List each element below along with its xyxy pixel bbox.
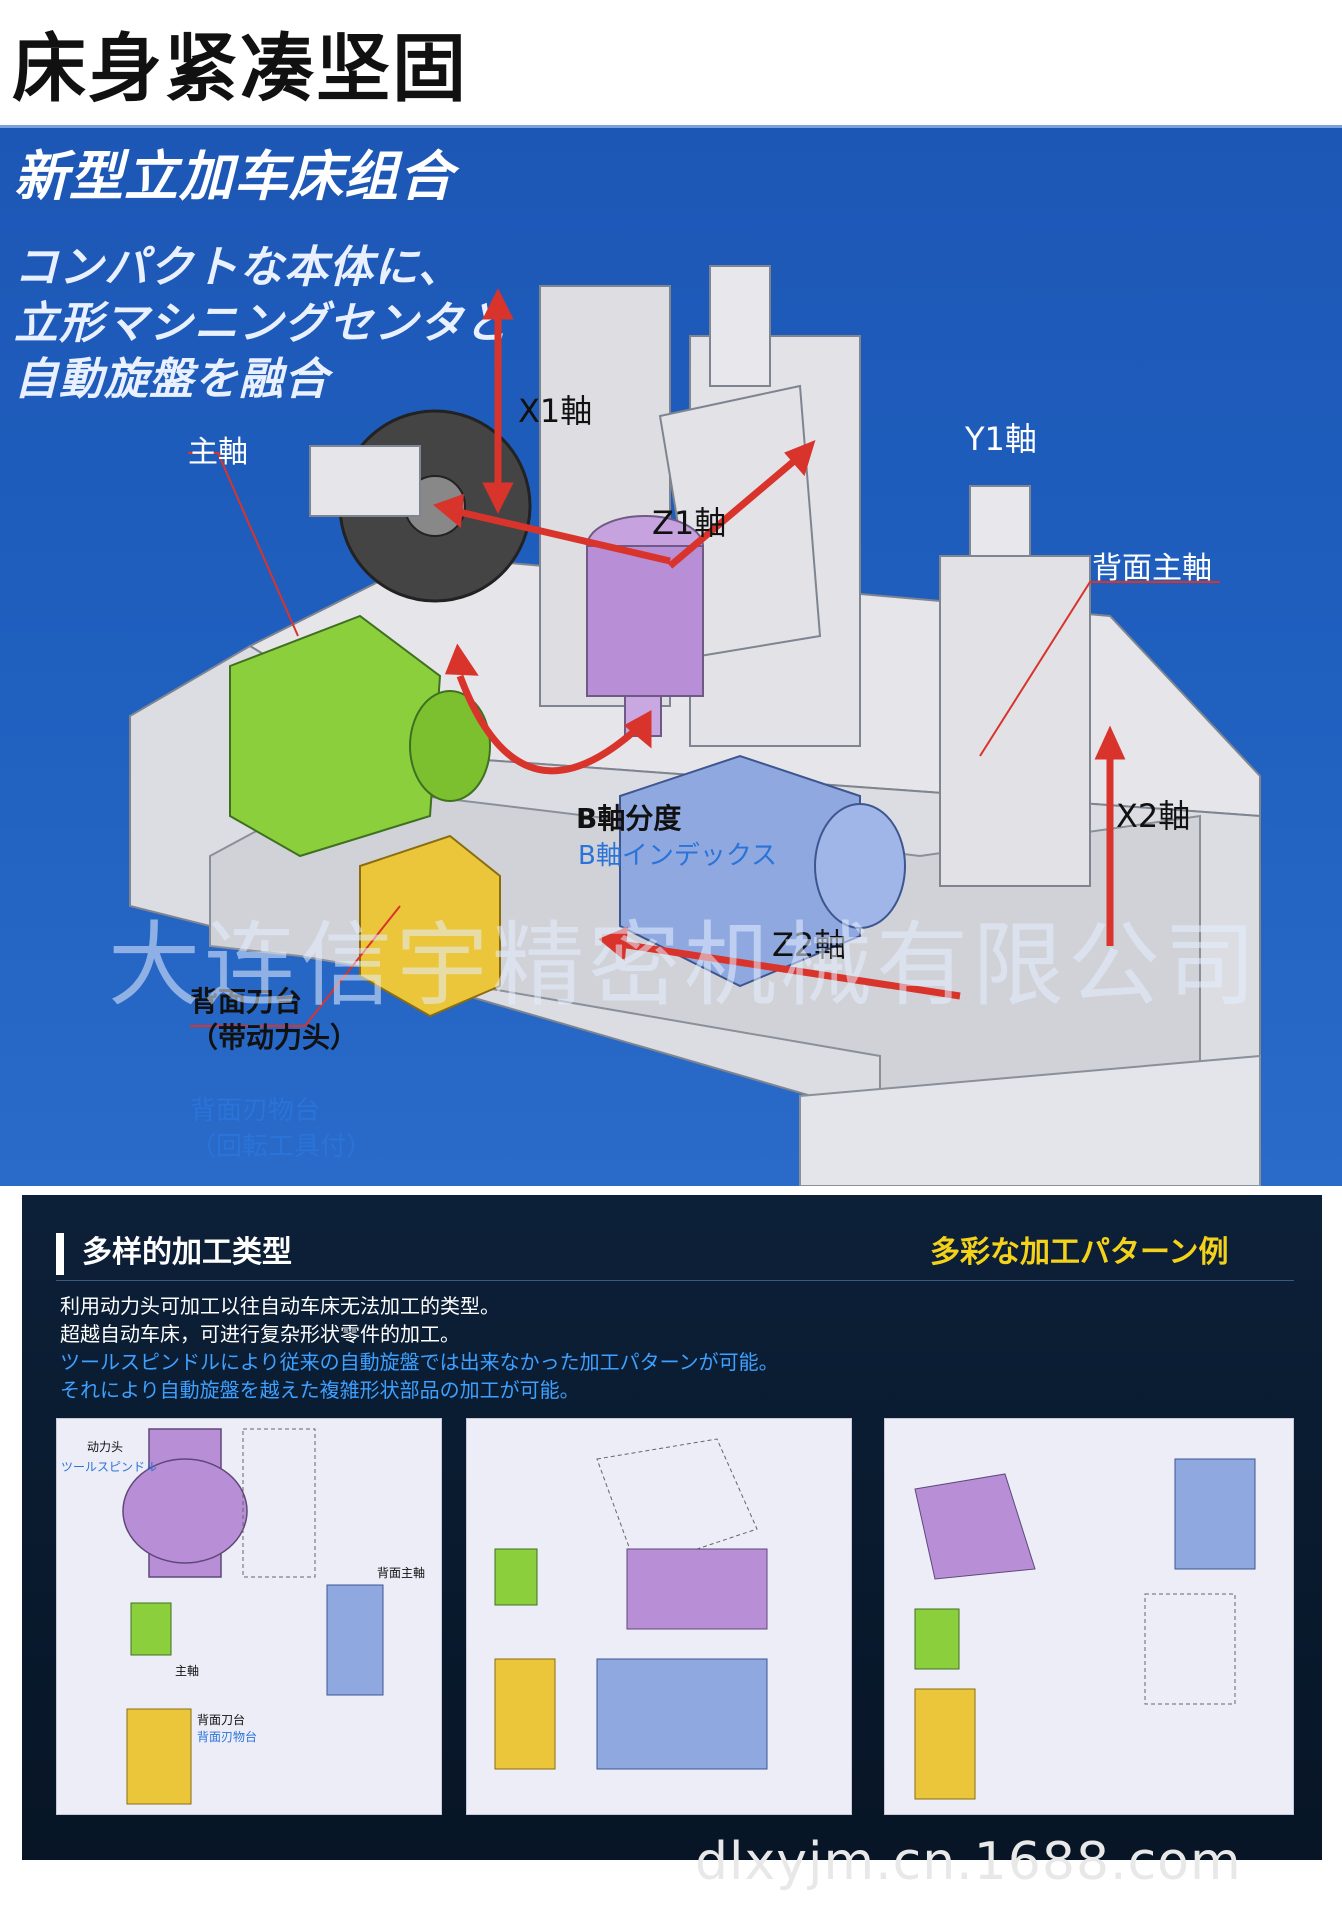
description-jp-1: ツールスピンドルにより従来の自動旋盤では出来なかった加工パターンが可能。 — [60, 1350, 779, 1374]
d1-power-head-body — [122, 1458, 248, 1564]
label-b-axis-cn: B軸分度 — [576, 802, 682, 835]
description-cn-2: 超越自动车床，可进行复杂形状零件的加工。 — [60, 1322, 460, 1346]
label-z1-axis: Z1軸 — [652, 504, 727, 542]
header-divider — [0, 125, 1342, 128]
d1-label-power-head: 动力头 — [87, 1440, 124, 1454]
d1-back-spindle — [326, 1584, 384, 1696]
arrow-z2 — [619, 940, 961, 1000]
footer-watermark: dlxyjm.cn.1688.com — [695, 1832, 1242, 1892]
label-back-tool-cn-2: （带动力头） — [190, 1021, 359, 1054]
description-cn-1: 利用动力头可加工以往自动车床无法加工的类型。 — [60, 1294, 500, 1318]
machine-illustration — [129, 265, 1261, 1187]
arrow-y1 — [667, 453, 803, 569]
main-spindle-chuck — [409, 690, 491, 802]
company-watermark: 大连信宇精密机械有限公司 — [108, 912, 1261, 1019]
leader-spindle — [188, 452, 299, 637]
diagram-pattern-3 — [884, 1418, 1294, 1815]
section-divider — [56, 1280, 1294, 1281]
section-title-cn: 多样的加工类型 — [82, 1235, 292, 1270]
leader-back-spindle — [979, 581, 1220, 757]
diagram-2-drawing — [494, 1438, 768, 1770]
d1-back-tool — [126, 1708, 192, 1805]
main-spindle-body — [229, 614, 442, 858]
label-x1-axis: X1軸 — [518, 392, 593, 430]
d3-back-spindle — [1174, 1458, 1256, 1570]
label-b-axis-jp: B軸インデックス — [578, 841, 778, 871]
d1-label-spindle: 主軸 — [175, 1664, 200, 1678]
d3-back-tool — [914, 1688, 976, 1800]
arrow-b — [456, 674, 643, 775]
d2-power-head — [626, 1548, 768, 1630]
d1-main-spindle — [130, 1602, 172, 1656]
d1-label-back-tool-cn: 背面刀台 — [197, 1713, 246, 1727]
d3-power-head — [914, 1473, 1036, 1580]
back-tool-post — [359, 834, 501, 1018]
d1-label-back-spindle: 背面主軸 — [377, 1566, 426, 1580]
subtitle-cn: 新型立加车床组合 — [14, 145, 454, 208]
d3-back-spindle-ghost — [1144, 1593, 1236, 1705]
label-back-tool-cn-1: 背面刀台 — [190, 985, 303, 1018]
diagram-1-drawing — [122, 1428, 384, 1805]
back-spindle-chuck — [814, 803, 906, 929]
label-y1-axis: Y1軸 — [965, 420, 1037, 458]
d1-power-head-ghost — [242, 1428, 316, 1578]
section-marker — [56, 1233, 64, 1275]
page-title: 床身紧凑坚固 — [12, 26, 468, 112]
label-back-tool-jp-1: 背面刃物台 — [190, 1096, 321, 1126]
d2-main-spindle — [494, 1548, 538, 1606]
subtitle-jp-line-1: コンパクトな本体に、 — [14, 242, 463, 293]
label-x2-axis: X2軸 — [1116, 797, 1191, 835]
diagram-3-drawing — [914, 1458, 1256, 1800]
subtitle-jp-line-2: 立形マシニングセンタと — [14, 298, 509, 349]
leader-back-tool — [190, 905, 401, 1027]
turret-motor — [309, 445, 421, 517]
d1-label-back-tool-jp: 背面刃物台 — [197, 1730, 258, 1744]
description-jp-2: それにより自動旋盤を越えた複雑形状部品の加工が可能。 — [60, 1378, 580, 1402]
section-title-jp: 多彩な加工パターン例 — [930, 1235, 1229, 1270]
back-spindle-body — [619, 754, 861, 988]
header-bar — [0, 0, 1342, 126]
d2-back-spindle — [596, 1658, 768, 1770]
diagram-pattern-2 — [466, 1418, 852, 1815]
label-back-tool-jp-2: （回転工具付） — [190, 1132, 373, 1162]
axis-arrows — [433, 288, 1126, 1000]
label-back-spindle: 背面主軸 — [1092, 551, 1212, 586]
d2-back-tool — [494, 1658, 556, 1770]
column-back — [939, 555, 1091, 887]
d3-main-spindle — [914, 1608, 960, 1670]
tool-spindle-body — [586, 545, 704, 697]
label-z2-axis: Z2軸 — [772, 926, 847, 964]
d1-label-tool-spindle: ツールスピンドル — [61, 1460, 158, 1474]
subtitle-jp-line-3: 自動旋盤を融合 — [14, 354, 329, 405]
arrow-z1 — [454, 507, 671, 565]
motor-top-1 — [709, 265, 771, 387]
label-spindle: 主軸 — [188, 435, 248, 470]
d2-head-ghost — [596, 1438, 758, 1570]
diagram-pattern-1: 动力头 ツールスピンドル 背面主軸 主軸 背面刀台 背面刃物台 — [56, 1418, 442, 1815]
